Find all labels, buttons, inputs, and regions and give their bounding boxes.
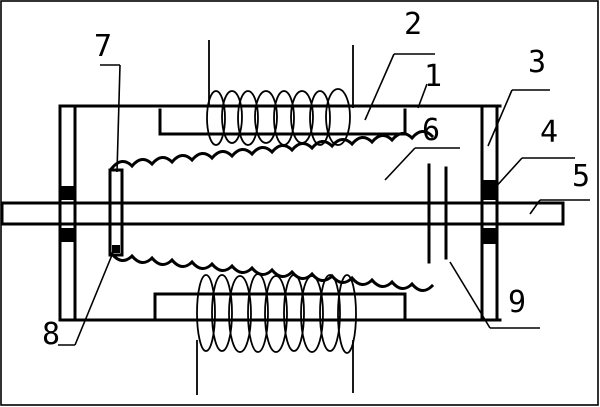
part-labels: 1 2 3 4 5 6 7 8 9 [42,7,590,352]
label-1: 1 [424,59,442,94]
top-pole-piece [158,108,407,136]
top-coil [206,40,354,146]
left-end-plate [108,168,124,257]
label-6: 6 [422,113,440,148]
label-4: 4 [540,115,558,150]
label-5: 5 [572,159,590,194]
label-8: 8 [42,317,60,352]
right-separator [427,163,448,264]
bellows-membrane [109,130,435,292]
label-7: 7 [94,29,112,64]
bearings [61,180,496,244]
shaft [0,201,565,226]
bottom-coil [196,273,357,395]
leader-lines [58,53,590,346]
label-3: 3 [528,45,546,80]
label-9: 9 [508,285,526,320]
housing [58,104,502,322]
bottom-pole-piece [153,292,407,320]
label-2: 2 [404,7,422,42]
